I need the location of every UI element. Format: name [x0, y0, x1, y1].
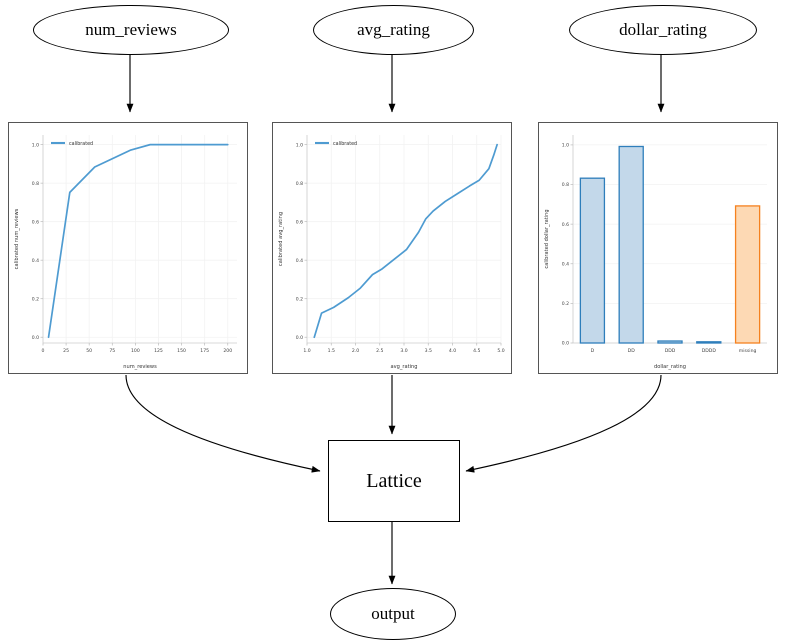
svg-text:5.0: 5.0	[497, 348, 504, 354]
svg-text:num_reviews: num_reviews	[123, 364, 157, 370]
svg-text:0.4: 0.4	[32, 258, 39, 264]
svg-text:0.0: 0.0	[562, 341, 569, 347]
svg-text:1.0: 1.0	[32, 142, 39, 148]
svg-text:4.5: 4.5	[473, 348, 480, 354]
svg-text:125: 125	[154, 348, 163, 354]
node-dollar-rating-label: dollar_rating	[619, 20, 707, 39]
svg-text:100: 100	[131, 348, 140, 354]
svg-text:150: 150	[177, 348, 186, 354]
svg-text:0.6: 0.6	[296, 219, 303, 225]
node-output[interactable]: output	[330, 588, 456, 640]
svg-text:3.0: 3.0	[400, 348, 407, 354]
node-output-label: output	[371, 604, 415, 623]
svg-text:0.6: 0.6	[32, 219, 39, 225]
svg-text:1.0: 1.0	[303, 348, 310, 354]
svg-text:75: 75	[109, 348, 115, 354]
svg-text:DDD: DDD	[665, 348, 676, 354]
svg-text:missing: missing	[739, 348, 757, 354]
svg-text:1.0: 1.0	[296, 142, 303, 148]
svg-text:3.5: 3.5	[425, 348, 432, 354]
svg-text:dollar_rating: dollar_rating	[654, 364, 686, 370]
svg-text:0.2: 0.2	[296, 296, 303, 302]
svg-text:avg_rating: avg_rating	[390, 364, 417, 370]
svg-text:calibrated num_reviews: calibrated num_reviews	[14, 208, 20, 269]
svg-text:0: 0	[42, 348, 45, 354]
svg-text:0.8: 0.8	[562, 182, 569, 188]
svg-text:175: 175	[200, 348, 209, 354]
node-avg-rating[interactable]: avg_rating	[313, 5, 474, 55]
chart-panel-avg-rating[interactable]: 1.0 1.5 2.0 2.5 3.0 3.5 4.0 4.5 5.0 0.0 0.2 0.4 0.6 0…	[272, 122, 512, 374]
svg-text:0.0: 0.0	[32, 335, 39, 341]
svg-text:25: 25	[63, 348, 69, 354]
edge-num-reviews-calibrator-to-lattice	[125, 374, 321, 473]
svg-text:2.0: 2.0	[352, 348, 359, 354]
node-num-reviews-label: num_reviews	[85, 20, 177, 39]
svg-text:50: 50	[86, 348, 92, 354]
node-lattice[interactable]: Lattice	[328, 440, 460, 522]
svg-text:2.5: 2.5	[376, 348, 383, 354]
svg-text:0.0: 0.0	[296, 335, 303, 341]
node-avg-rating-label: avg_rating	[357, 20, 430, 39]
svg-text:calibrated avg_rating: calibrated avg_rating	[278, 212, 284, 266]
svg-text:4.0: 4.0	[449, 348, 456, 354]
svg-text:calibrated: calibrated	[333, 141, 357, 147]
svg-text:D: D	[591, 348, 595, 354]
svg-text:0.6: 0.6	[562, 222, 569, 228]
node-lattice-label: Lattice	[366, 469, 422, 492]
svg-text:0.2: 0.2	[32, 296, 39, 302]
svg-text:0.8: 0.8	[296, 181, 303, 187]
svg-text:0.8: 0.8	[32, 181, 39, 187]
chart-num-reviews-calibrator: 0 25 50 75 100 125 150 175 200 0.0 0.2 0.4 0.6 0.8 1.0…	[14, 135, 237, 370]
svg-text:200: 200	[223, 348, 232, 354]
svg-text:1.5: 1.5	[328, 348, 335, 354]
svg-text:DD: DD	[628, 348, 636, 354]
svg-text:calibrated dollar_rating: calibrated dollar_rating	[544, 209, 550, 268]
svg-text:0.4: 0.4	[562, 261, 569, 267]
svg-text:1.0: 1.0	[562, 143, 569, 149]
svg-text:0.2: 0.2	[562, 301, 569, 307]
edge-dollar-rating-calibrator-to-lattice	[465, 374, 662, 473]
node-dollar-rating[interactable]: dollar_rating	[569, 5, 757, 55]
svg-text:DDDD: DDDD	[702, 348, 717, 354]
svg-text:0.4: 0.4	[296, 258, 303, 264]
chart-panel-num-reviews[interactable]: 0 25 50 75 100 125 150 175 200 0.0 0.2 0.4 0.6 0.8 1.0…	[8, 122, 248, 374]
node-num-reviews[interactable]: num_reviews	[33, 5, 229, 55]
chart-avg-rating-calibrator: 1.0 1.5 2.0 2.5 3.0 3.5 4.0 4.5 5.0 0.0 0.2 0.4 0.6 0…	[278, 135, 505, 370]
svg-text:calibrated: calibrated	[69, 141, 93, 147]
